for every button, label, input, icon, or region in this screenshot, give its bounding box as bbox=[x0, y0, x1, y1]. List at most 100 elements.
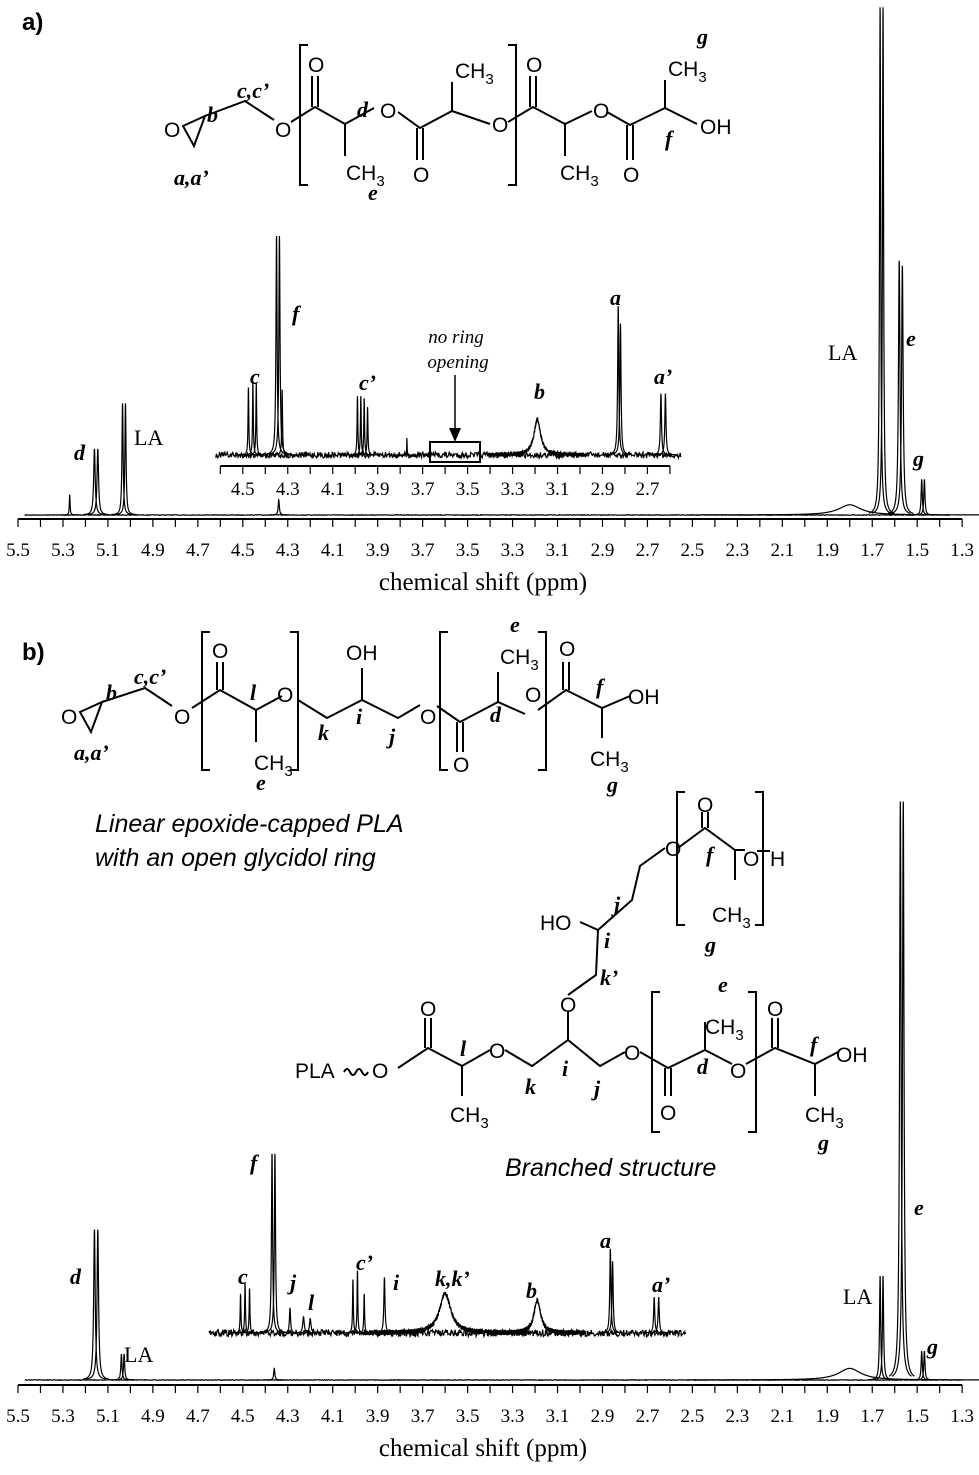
proton-label: l bbox=[460, 1036, 467, 1061]
tick-label: 3.9 bbox=[366, 540, 390, 561]
atom-label: CH3 bbox=[346, 162, 385, 190]
proton-label: a,a’ bbox=[74, 740, 109, 765]
proton-label: l bbox=[250, 680, 257, 705]
peak bbox=[647, 1297, 670, 1334]
peak bbox=[601, 1261, 624, 1334]
baseline bbox=[24, 513, 951, 517]
peak bbox=[229, 1293, 252, 1334]
peak-label-l: l bbox=[308, 1290, 315, 1315]
tick-label: 5.3 bbox=[51, 1406, 75, 1427]
proton-label: c,c’ bbox=[134, 664, 166, 689]
peak bbox=[83, 448, 106, 516]
peak bbox=[642, 1297, 666, 1334]
atom-label: O bbox=[623, 164, 639, 187]
peak bbox=[233, 1283, 257, 1334]
atom-label: O bbox=[308, 54, 324, 77]
proton-label: k bbox=[525, 1074, 536, 1099]
proton-label: g bbox=[696, 24, 708, 49]
proton-label: d bbox=[697, 1054, 709, 1079]
peak bbox=[114, 403, 137, 516]
tick-label: 3.7 bbox=[411, 1406, 435, 1427]
atom-label: HO bbox=[540, 912, 572, 935]
peak bbox=[871, 7, 895, 514]
tick-label: 2.1 bbox=[770, 540, 794, 561]
peak bbox=[265, 235, 288, 455]
proton-label: j bbox=[611, 892, 621, 917]
atom-label: CH3 bbox=[668, 58, 707, 86]
tick-label: 3.7 bbox=[411, 479, 435, 500]
peak bbox=[241, 383, 265, 456]
tick-label: 1.7 bbox=[860, 1406, 884, 1427]
peak-label-la: LA bbox=[828, 340, 857, 365]
tick-label: 4.1 bbox=[321, 479, 345, 500]
panel-a-label: a) bbox=[22, 9, 43, 36]
tick-label: 2.9 bbox=[591, 479, 615, 500]
atom-label: O bbox=[380, 100, 396, 123]
peak-label-f: f bbox=[250, 1150, 260, 1175]
peak bbox=[245, 383, 268, 456]
tick-label: 5.5 bbox=[6, 1406, 30, 1427]
tick-label: 3.5 bbox=[456, 1406, 480, 1427]
caption-linear-line2: with an open glycidol ring bbox=[95, 844, 376, 872]
x-axis-title-a: chemical shift (ppm) bbox=[379, 569, 587, 596]
peak-label-a-prime: a’ bbox=[654, 364, 672, 389]
peak-labels-b: d LA LA e g c f j l c’ i k,k’ b a a’ bbox=[70, 1150, 938, 1367]
caption-branched: Branched structure bbox=[505, 1154, 716, 1182]
tick-label: 4.3 bbox=[276, 1406, 300, 1427]
tick-label: 5.5 bbox=[6, 540, 30, 561]
arrow-head-icon bbox=[449, 428, 461, 442]
tick-label: 4.9 bbox=[141, 540, 165, 561]
atom-label: O bbox=[174, 706, 190, 729]
atom-label: O bbox=[489, 1040, 505, 1063]
tick-label: 3.3 bbox=[501, 1406, 525, 1427]
annotation-opening: opening bbox=[427, 352, 488, 373]
tick-label: 2.7 bbox=[636, 540, 660, 561]
caption-linear-line1: Linear epoxide-capped PLA bbox=[95, 810, 404, 838]
peak-label-la: LA bbox=[134, 425, 163, 450]
atom-label: CH3 bbox=[712, 904, 751, 932]
peak bbox=[687, 504, 979, 516]
atom-label: O bbox=[743, 848, 759, 871]
tick-label: 4.1 bbox=[321, 1406, 345, 1427]
peak-label-e: e bbox=[906, 326, 916, 351]
atom-label: O bbox=[624, 1042, 640, 1065]
peak bbox=[263, 1367, 286, 1381]
atom-label: O bbox=[420, 706, 436, 729]
peak-label-c-prime: c’ bbox=[356, 1250, 373, 1275]
atom-label: O bbox=[526, 54, 542, 77]
tick-label: 3.1 bbox=[546, 479, 570, 500]
tick-label: 4.1 bbox=[321, 540, 345, 561]
wavy-bond-icon bbox=[343, 1068, 369, 1076]
peak bbox=[649, 393, 673, 456]
proton-label: f bbox=[810, 1032, 820, 1057]
atom-label: O bbox=[413, 164, 429, 187]
atom-label: PLA bbox=[295, 1060, 335, 1083]
tick-label: 4.5 bbox=[231, 1406, 255, 1427]
atom-label: CH3 bbox=[500, 646, 539, 674]
tick-label: 3.5 bbox=[456, 540, 480, 561]
peak-label-la: LA bbox=[843, 1284, 872, 1309]
structure-b-branched: O O f O H CH3 g j HO i k’ O PLA O O l O … bbox=[295, 791, 868, 1155]
atom-label: O bbox=[164, 119, 180, 142]
peak bbox=[606, 306, 630, 456]
annotation-box bbox=[429, 441, 481, 463]
structure-a: O b c,c’ a,a’ O O d CH3 e O O CH3 O O CH… bbox=[164, 24, 732, 205]
peak bbox=[263, 1153, 287, 1333]
peak bbox=[609, 323, 632, 456]
peak bbox=[260, 1153, 284, 1333]
peak-labels-a: d LA LA e g c f c’ b a a’ no ring openin… bbox=[74, 285, 924, 471]
atom-label: O bbox=[660, 1102, 676, 1125]
proton-label: e bbox=[510, 612, 520, 637]
tick-label: 1.9 bbox=[815, 540, 839, 561]
proton-label: f bbox=[665, 126, 675, 151]
proton-label: g bbox=[817, 1130, 829, 1155]
atom-label: CH3 bbox=[805, 1104, 844, 1132]
proton-label: b bbox=[106, 680, 117, 705]
atom-label: O bbox=[492, 114, 508, 137]
peak bbox=[890, 265, 914, 514]
baseline bbox=[24, 1378, 962, 1382]
peak bbox=[86, 1229, 110, 1380]
proton-label: j bbox=[386, 724, 396, 749]
tick-label: 3.7 bbox=[411, 540, 435, 561]
